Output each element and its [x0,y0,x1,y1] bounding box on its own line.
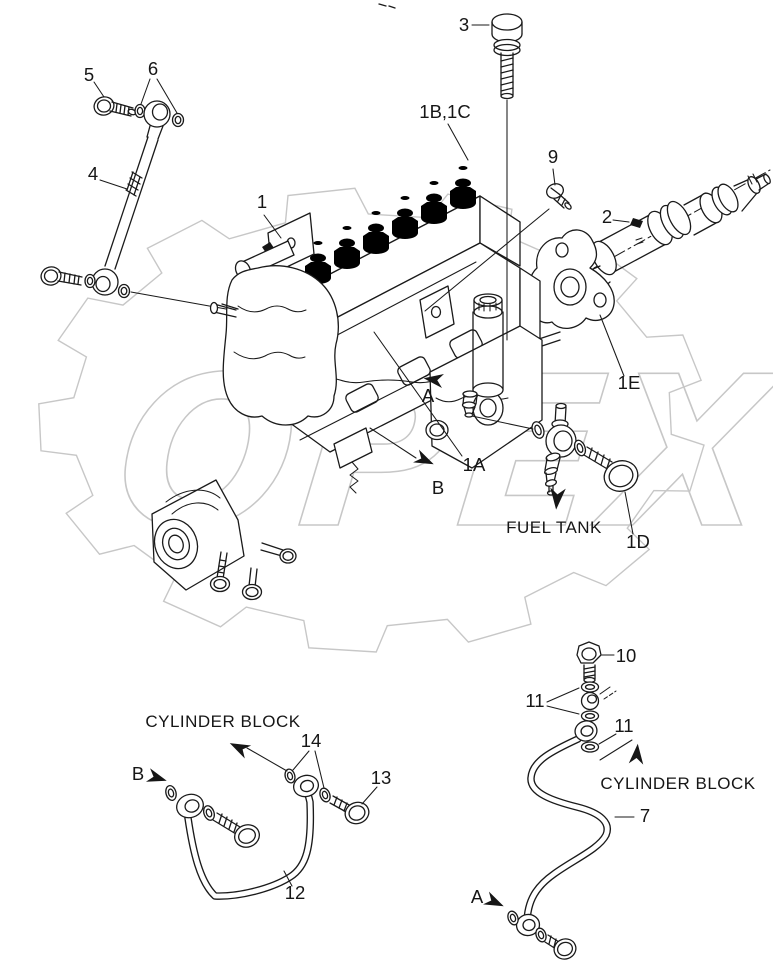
print-smudge [378,3,396,9]
gear-watermark [38,187,705,653]
callout-11-lower: 11 [614,715,633,736]
governor-housing [222,265,339,426]
cylinder-block-label-right: CYLINDER BLOCK [600,774,755,793]
callout-5: 5 [84,64,94,85]
governor-lever-pin [209,301,219,315]
callout-1d: 1D [626,531,650,552]
o-ring-6b [171,112,185,128]
washer-11a [580,681,600,693]
rod-bolt-lower [40,266,62,286]
fuel-tank-label: FUEL TANK [506,518,602,537]
rod-ball-joint-top [143,100,171,128]
banjo-end-top [574,720,598,742]
leader-lines [93,24,634,535]
fuel-filter [472,293,504,398]
banjo-end-right [292,774,320,798]
callout-7: 7 [640,805,650,826]
mounting-flange-1e [528,229,615,329]
rod-knurl [125,171,143,197]
cylinder-block-arrow-left [226,736,252,759]
callout-1a: 1A [463,454,486,475]
cylinder-block-label-left: CYLINDER BLOCK [145,712,300,731]
bolt-10 [576,641,602,684]
view-a-label-pump: A [422,385,435,406]
callout-4: 4 [88,163,98,184]
bolt-13 [329,795,370,825]
view-b-label-pump: B [432,477,444,498]
fuel-pipe-12-assembly [145,736,378,900]
cylinder-block-arrow-right [628,743,646,765]
callout-6: 6 [148,58,158,79]
callout-12: 12 [285,882,306,903]
eye-joint [580,691,600,711]
callout-1: 1 [257,191,267,212]
view-a-label-pipe: A [471,886,484,907]
woodruff-key-2 [630,218,643,228]
callout-10: 10 [616,645,637,666]
callout-14: 14 [301,730,322,751]
banjo-end-left [176,793,204,819]
washer-11c [580,741,600,753]
callout-1e: 1E [618,372,641,393]
washer-11b [580,710,600,722]
callout-11-upper: 11 [525,690,544,711]
camshaft [591,169,771,276]
bolt-9 [546,183,572,210]
bolt-3 [491,13,523,100]
fuel-pipe-7-assembly [483,641,646,960]
callout-1b-1c: 1B,1C [419,101,470,122]
view-b-label-pipe: B [132,763,144,784]
bolt-1d [583,446,639,492]
control-rod-assembly [40,96,227,310]
banjo-end-bottom [515,913,541,937]
callout-9: 9 [548,146,558,167]
injection-pump-body [151,166,561,601]
callout-labels: 5 6 4 1 3 1B,1C 9 2 1E A 1A B FUEL TANK … [84,14,755,907]
callout-3: 3 [459,14,469,35]
fuel-tank-banjo-assembly [531,402,639,496]
view-b-arrow-pipe [145,768,169,788]
callout-13: 13 [371,767,392,788]
callout-2: 2 [602,206,612,227]
view-a-arrow-pipe [483,891,507,913]
